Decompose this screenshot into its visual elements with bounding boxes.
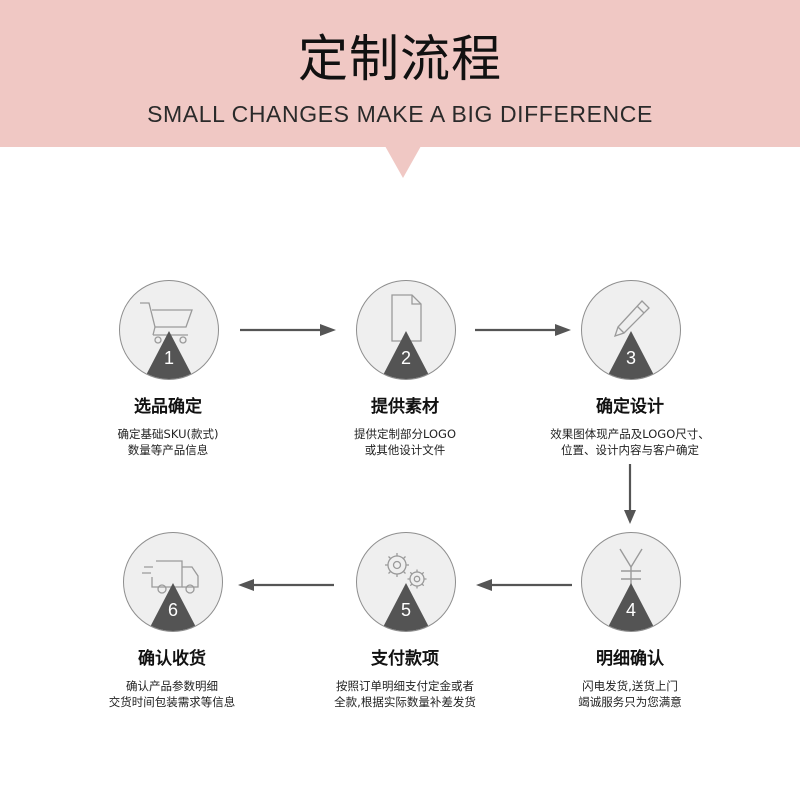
step-2-desc-line-2: 或其他设计文件	[364, 443, 446, 457]
step-4-desc-line-2: 竭诚服务只为您满意	[578, 695, 682, 709]
step-1-desc-line-2: 数量等产品信息	[127, 443, 209, 457]
step-3-circle: 3	[581, 280, 681, 380]
step-5-desc-line-2: 全款,根据实际数量补差发货	[334, 695, 476, 709]
step-1-select-product: 1 选品确定 确定基础SKU(款式) 数量等产品信息	[48, 280, 288, 470]
step-6-number: 6	[167, 600, 178, 620]
step-6-circle: 6	[123, 532, 223, 632]
step-4-title: 明细确认	[596, 649, 664, 669]
step-2-number: 2	[400, 348, 411, 368]
step-4-desc-line-1: 闪电发货,送货上门	[582, 679, 678, 693]
arrow-step-5-to-6	[238, 579, 334, 591]
step-6-desc-line-1: 确认产品参数明细	[126, 679, 218, 693]
step-3-number: 3	[625, 348, 636, 368]
arrow-step-1-to-2	[240, 324, 336, 336]
arrow-step-2-to-3	[475, 324, 571, 336]
document-icon	[391, 294, 422, 342]
step-3-desc-line-1: 效果图体现产品及LOGO尺寸、	[550, 427, 710, 441]
step-6-description: 确认产品参数明细 交货时间包装需求等信息	[52, 678, 292, 710]
step-1-circle: 1	[119, 280, 219, 380]
page-subtitle: SMALL CHANGES MAKE A BIG DIFFERENCE	[147, 101, 653, 127]
step-5-description: 按照订单明细支付定金或者 全款,根据实际数量补差发货	[285, 678, 525, 710]
step-5-payment: 5 支付款项 按照订单明细支付定金或者 全款,根据实际数量补差发货	[285, 532, 525, 722]
step-2-circle: 2	[356, 280, 456, 380]
step-3-desc-line-2: 位置、设计内容与客户确定	[561, 443, 699, 457]
step-6-title: 确认收货	[138, 649, 206, 669]
banner-pointer	[385, 146, 421, 178]
arrow-step-4-to-5	[476, 579, 572, 591]
step-3-description: 效果图体现产品及LOGO尺寸、 位置、设计内容与客户确定	[510, 426, 750, 458]
step-3-title: 确定设计	[596, 397, 664, 417]
step-4-description: 闪电发货,送货上门 竭诚服务只为您满意	[510, 678, 750, 710]
pencil-icon	[613, 300, 650, 338]
step-1-desc-line-1: 确定基础SKU(款式)	[117, 427, 219, 441]
step-4-number: 4	[625, 600, 636, 620]
arrow-step-3-to-4	[624, 464, 636, 524]
step-3-confirm-design: 3 确定设计 效果图体现产品及LOGO尺寸、 位置、设计内容与客户确定	[510, 280, 750, 470]
step-5-title: 支付款项	[371, 649, 439, 669]
step-4-confirm-details: 4 明细确认 闪电发货,送货上门 竭诚服务只为您满意	[510, 532, 750, 722]
step-2-desc-line-1: 提供定制部分LOGO	[353, 427, 456, 441]
step-1-description: 确定基础SKU(款式) 数量等产品信息	[48, 426, 288, 458]
step-1-number: 1	[163, 348, 174, 368]
step-2-description: 提供定制部分LOGO 或其他设计文件	[285, 426, 525, 458]
step-5-circle: 5	[356, 532, 456, 632]
step-5-number: 5	[400, 600, 411, 620]
delivery-truck-icon	[142, 560, 199, 594]
step-5-desc-line-1: 按照订单明细支付定金或者	[336, 679, 474, 693]
step-2-provide-materials: 2 提供素材 提供定制部分LOGO 或其他设计文件	[285, 280, 525, 470]
gears-icon	[385, 553, 427, 589]
step-6-confirm-receipt: 6 确认收货 确认产品参数明细 交货时间包装需求等信息	[52, 532, 292, 722]
step-6-desc-line-2: 交货时间包装需求等信息	[108, 695, 236, 709]
step-2-title: 提供素材	[371, 397, 439, 417]
step-1-title: 选品确定	[134, 397, 202, 417]
header-banner	[0, 0, 800, 147]
step-4-circle: 4	[581, 532, 681, 632]
page-title: 定制流程	[298, 30, 502, 88]
